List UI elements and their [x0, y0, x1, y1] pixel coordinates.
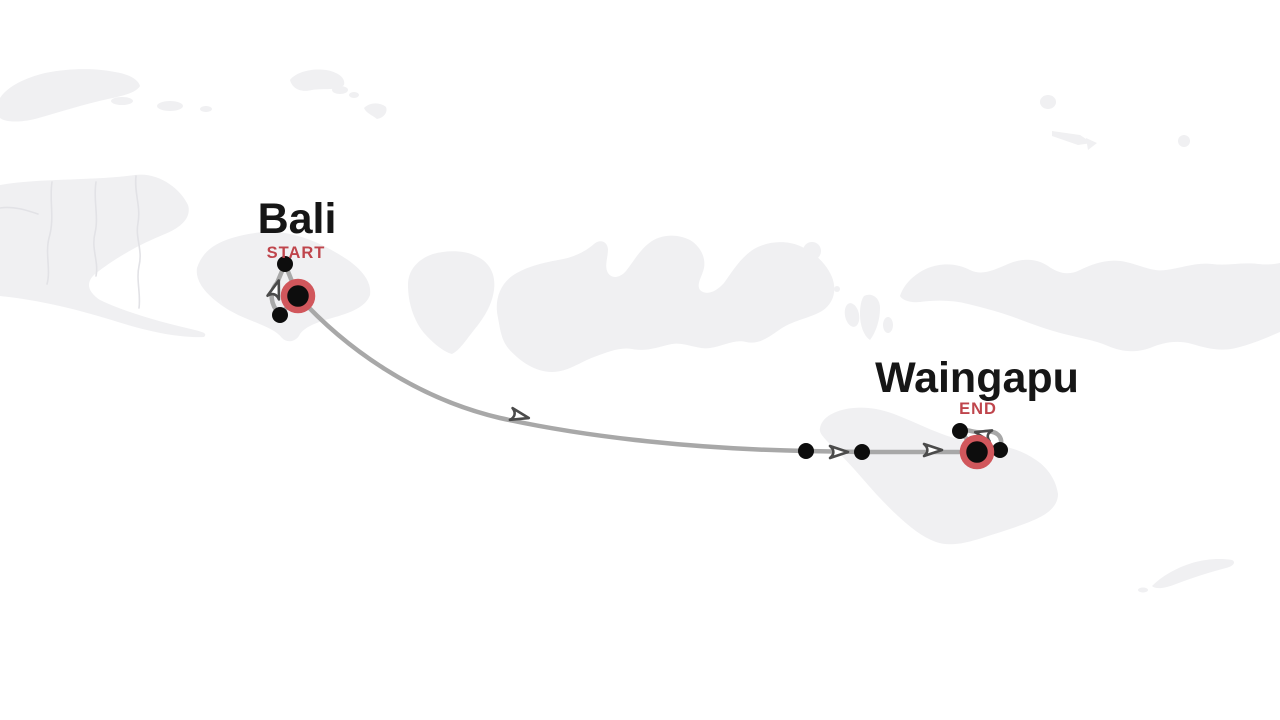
islet-rinca: [860, 294, 880, 340]
stop-dot-icon: [952, 423, 968, 439]
island-madura: [0, 69, 140, 122]
route-stop-dots: [272, 256, 1008, 460]
islet-flores-north-2: [1052, 131, 1092, 145]
islet-java-south-2: [59, 284, 79, 292]
route-arrow-icon: [508, 406, 531, 422]
island-flores: [900, 259, 1280, 352]
islet-flores-north-4: [1178, 135, 1190, 147]
end-city-label: Waingapu: [875, 354, 1079, 402]
islet-madura-east-2: [157, 101, 183, 111]
start-marker-core: [286, 284, 310, 308]
islet-madura-east-3: [200, 106, 212, 112]
labels-layer: Bali START Waingapu END: [258, 195, 1079, 418]
islet-kangean-1: [332, 86, 348, 94]
start-marker-ring: [280, 278, 316, 314]
java-province-borders: [0, 175, 141, 309]
route-layer: [266, 256, 1008, 470]
islet-bottom-right-2: [1138, 587, 1148, 593]
islet-kangean-2: [349, 92, 359, 98]
start-tag-label: START: [267, 244, 326, 262]
island-bali: [196, 231, 371, 342]
island-sumba: [819, 407, 1058, 545]
islands-layer: [0, 69, 1280, 593]
stop-dot-icon: [854, 444, 870, 460]
end-marker: [959, 434, 995, 470]
islet-flores-north-3: [1086, 138, 1097, 150]
stop-dot-icon: [277, 256, 293, 272]
island-sumbawa: [496, 235, 835, 372]
route-arrow-icon: [828, 444, 850, 460]
stop-dot-icon: [272, 307, 288, 323]
islet-small-1: [834, 286, 840, 292]
islet-flores-north-1: [1040, 95, 1056, 109]
start-city-label: Bali: [258, 195, 337, 243]
islet-java-south-1: [25, 283, 43, 291]
islet-kangean-hook: [364, 103, 387, 119]
island-lombok: [408, 251, 495, 354]
route-segment-main: [295, 293, 980, 455]
end-marker-core: [965, 440, 989, 464]
start-marker: [280, 278, 316, 314]
islet-sangeang: [803, 242, 821, 260]
route-direction-arrows: [266, 279, 994, 460]
islet-madura-east-1: [111, 97, 133, 105]
route-arrow-icon: [266, 279, 281, 301]
stop-dot-icon: [992, 442, 1008, 458]
islet-west-flores: [883, 317, 893, 333]
islet-komodo: [844, 303, 860, 327]
stop-dot-icon: [798, 443, 814, 459]
end-tag-label: END: [959, 400, 997, 418]
islet-bottom-right: [1152, 559, 1234, 589]
end-marker-ring: [959, 434, 995, 470]
route-arrow-icon: [922, 442, 944, 458]
island-kangean: [290, 69, 345, 91]
island-java: [0, 174, 206, 338]
